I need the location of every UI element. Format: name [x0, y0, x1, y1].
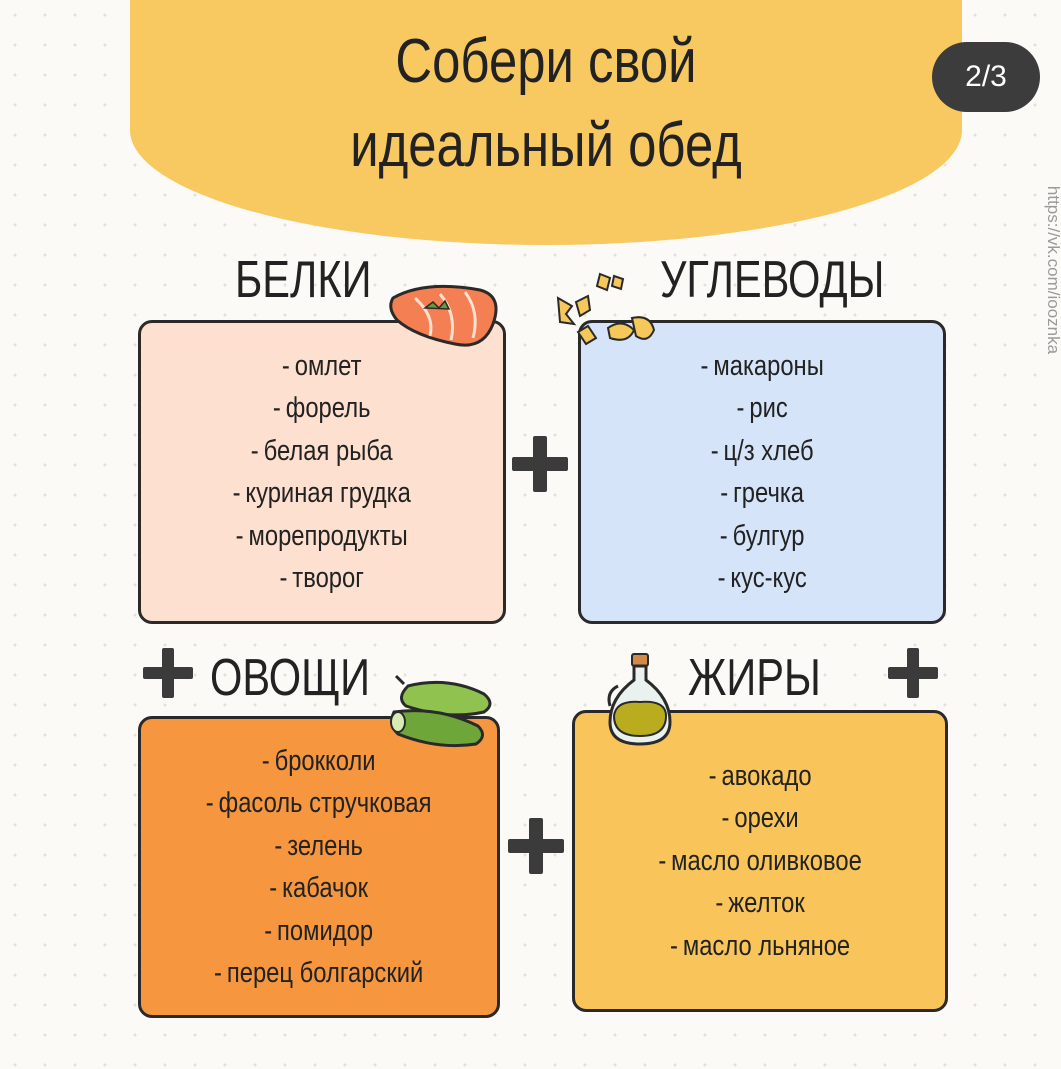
list-carbs: -макароны-рис-ц/з хлеб-гречка-булгур-кус…	[687, 345, 837, 600]
list-item-text: авокадо	[721, 759, 812, 792]
list-item: -творог	[233, 557, 411, 600]
list-item-dash: -	[658, 844, 667, 877]
list-item-dash: -	[708, 759, 717, 792]
list-item-dash: -	[700, 349, 709, 382]
title-line-2: идеальный обед	[350, 111, 742, 180]
list-item: -желток	[658, 882, 862, 925]
list-item-text: гречка	[732, 477, 804, 509]
card-proteins: -омлет-форель-белая рыба-куриная грудка-…	[138, 320, 506, 624]
list-item-dash: -	[719, 519, 728, 552]
list-item: -белая рыба	[233, 430, 411, 473]
list-item: -перец болгарский	[206, 952, 432, 995]
list-item-text: кус-кус	[730, 562, 807, 594]
list-item-dash: -	[279, 562, 288, 594]
list-fats: -авокадо-орехи-масло оливковое-желток-ма…	[636, 755, 884, 968]
list-item-text: морепродукты	[248, 519, 409, 552]
heading-carbs: УГЛЕВОДЫ	[660, 251, 885, 309]
card-carbs: -макароны-рис-ц/з хлеб-гречка-булгур-кус…	[578, 320, 946, 624]
heading-vegetables: ОВОЩИ	[210, 649, 370, 707]
list-item-text: омлет	[295, 349, 362, 382]
zucchini-icon	[390, 674, 492, 748]
watermark: https://vk.com/iooznka	[1044, 140, 1061, 400]
page-indicator-badge[interactable]: 2/3	[932, 42, 1040, 112]
list-item-dash: -	[274, 829, 283, 862]
list-item-text: перец болгарский	[227, 957, 424, 989]
list-item: -ц/з хлеб	[700, 430, 823, 473]
title-banner	[130, 0, 962, 245]
list-item: -рис	[700, 387, 823, 430]
list-item-dash: -	[214, 957, 223, 989]
list-item-text: орехи	[734, 802, 799, 835]
list-item: -макароны	[700, 345, 823, 388]
plus-icon	[888, 648, 938, 698]
list-item-text: макароны	[713, 349, 824, 382]
list-item-dash: -	[232, 477, 241, 509]
list-item-text: масло оливковое	[671, 844, 862, 877]
list-item: -омлет	[233, 345, 411, 388]
card-vegetables: -брокколи-фасоль стручковая-зелень-кабач…	[138, 716, 500, 1018]
list-item-dash: -	[669, 929, 678, 962]
list-item: -брокколи	[206, 740, 432, 783]
list-item: -масло оливковое	[658, 840, 862, 883]
list-item-dash: -	[262, 744, 270, 777]
list-item: -куриная грудка	[233, 472, 411, 515]
list-item-dash: -	[235, 519, 244, 552]
plus-icon	[508, 818, 564, 874]
list-item-text: желток	[728, 887, 805, 920]
heading-fats: ЖИРЫ	[688, 649, 821, 707]
card-fats: -авокадо-орехи-масло оливковое-желток-ма…	[572, 710, 948, 1012]
list-item-dash: -	[721, 802, 730, 835]
list-item-text: форель	[286, 392, 371, 424]
list-item-text: белая рыба	[263, 434, 393, 467]
page-title: Собери свой идеальный обед	[205, 20, 887, 188]
list-item-dash: -	[206, 787, 215, 819]
list-item-text: кабачок	[282, 872, 369, 904]
list-item: -булгур	[700, 515, 823, 558]
heading-proteins: БЕЛКИ	[235, 251, 372, 309]
list-item-dash: -	[715, 887, 724, 920]
list-item-dash: -	[273, 392, 282, 424]
list-item-text: фасоль стручковая	[218, 787, 432, 819]
list-item: -авокадо	[658, 755, 862, 798]
list-item-dash: -	[717, 562, 726, 594]
list-item-text: ц/з хлеб	[723, 434, 814, 467]
title-line-1: Собери свой	[395, 27, 697, 96]
list-item: -форель	[233, 387, 411, 430]
list-item: -масло льняное	[658, 925, 862, 968]
list-item: -помидор	[206, 910, 432, 953]
list-item: -кус-кус	[700, 557, 823, 600]
list-item-text: булгур	[732, 519, 805, 552]
list-item-text: куриная грудка	[245, 477, 412, 509]
list-item-text: рис	[749, 392, 788, 424]
olive-oil-bottle-icon	[607, 653, 672, 746]
list-item-dash: -	[710, 434, 719, 467]
pasta-icon	[556, 272, 656, 346]
plus-icon	[512, 436, 568, 492]
list-item-dash: -	[269, 872, 278, 904]
list-vegetables: -брокколи-фасоль стручковая-зелень-кабач…	[181, 740, 456, 995]
list-item-dash: -	[282, 349, 291, 382]
plus-icon	[143, 648, 193, 698]
list-item: -кабачок	[206, 867, 432, 910]
list-item: -орехи	[658, 797, 862, 840]
salmon-fillet-icon	[389, 284, 498, 347]
list-item: -зелень	[206, 825, 432, 868]
list-item: -морепродукты	[233, 515, 411, 558]
watermark-text: https://vk.com/iooznka	[1044, 185, 1061, 355]
list-item-text: масло льняное	[682, 929, 851, 962]
list-item-dash: -	[251, 434, 259, 467]
list-proteins: -омлет-форель-белая рыба-куриная грудка-…	[213, 345, 430, 600]
list-item-dash: -	[720, 477, 729, 509]
list-item-text: зелень	[287, 829, 364, 862]
list-item: -фасоль стручковая	[206, 782, 432, 825]
list-item-dash: -	[736, 392, 745, 424]
list-item-dash: -	[264, 914, 273, 947]
list-item-text: помидор	[277, 914, 374, 947]
list-item-text: творог	[292, 562, 365, 594]
list-item: -гречка	[700, 472, 823, 515]
list-item-text: брокколи	[274, 744, 376, 777]
